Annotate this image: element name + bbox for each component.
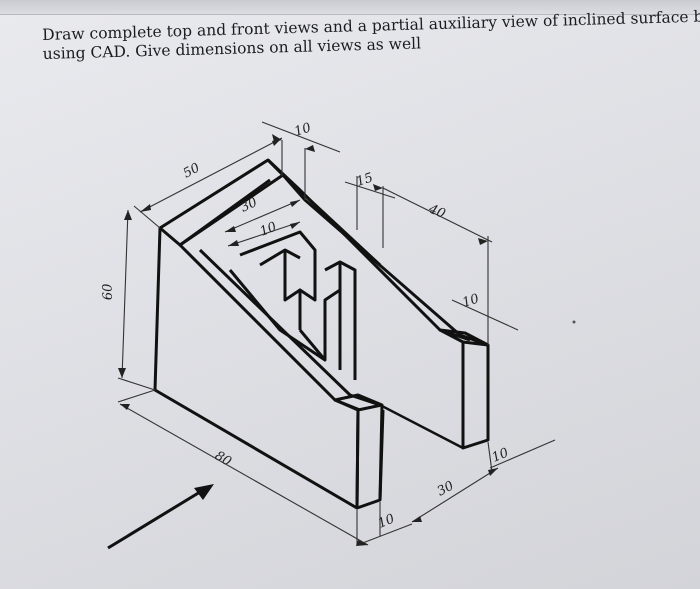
- top-slab-inner: [179, 178, 271, 247]
- dim-30-inner: 30: [238, 195, 259, 216]
- slot-floor: [228, 269, 326, 362]
- dim-50: 50: [181, 161, 203, 182]
- dim-10-right: 10: [461, 291, 481, 310]
- dim-10-inner: 10: [258, 220, 279, 240]
- view-direction-arrow: [107, 484, 214, 550]
- right-post: [461, 342, 490, 450]
- dim-10-top: 10: [293, 120, 313, 139]
- dimension-lines: [117, 121, 556, 546]
- arrowheads: [118, 134, 498, 546]
- dim-10-bottom-right: 10: [490, 446, 511, 466]
- slot-side: [283, 250, 301, 302]
- speck: [572, 320, 576, 324]
- dim-40: 40: [426, 201, 448, 221]
- post-edge: [378, 409, 385, 501]
- front-post: [355, 404, 384, 510]
- slot-lip: [259, 248, 301, 267]
- dim-30-bottom: 30: [435, 479, 457, 500]
- arm-outer-edge: [266, 158, 471, 342]
- slot-lower: [298, 288, 341, 362]
- left-arm-outer: [178, 243, 361, 412]
- dim-15: 15: [355, 170, 375, 189]
- dim-10-bottom: 10: [376, 512, 397, 532]
- slot-upper: [239, 230, 317, 330]
- base-back-edge: [379, 403, 464, 450]
- dim-80: 80: [212, 448, 234, 469]
- slot-rib: [324, 260, 357, 380]
- dim-60: 60: [100, 283, 116, 300]
- arm-right-edge: [281, 174, 489, 347]
- left-arm-inner: [198, 248, 381, 407]
- page-top-edge: [0, 0, 700, 15]
